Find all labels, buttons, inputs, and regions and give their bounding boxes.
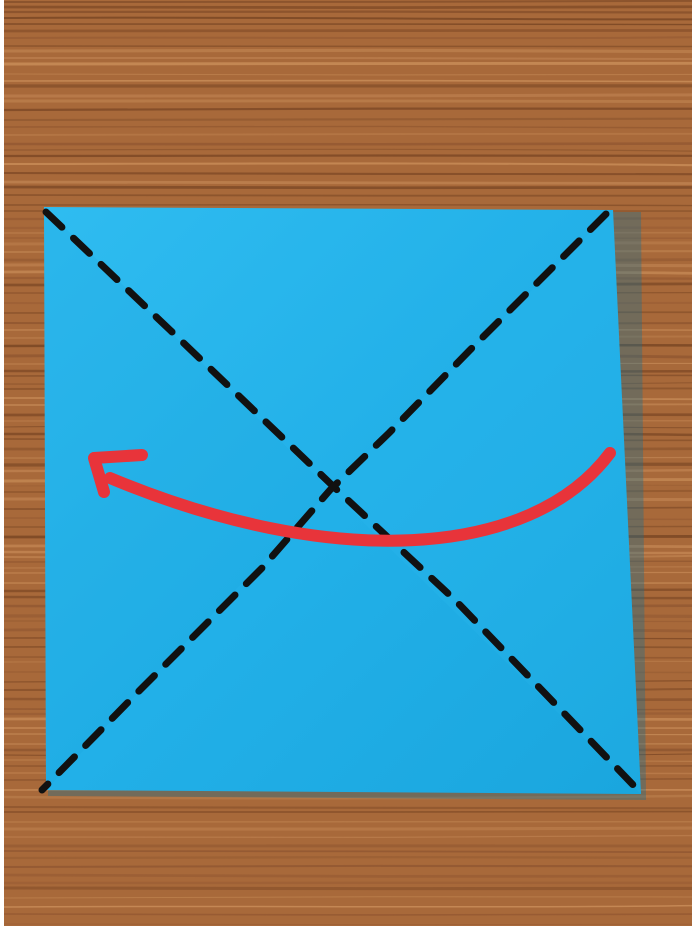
wood-grain-line (4, 882, 692, 883)
wood-grain-line (4, 24, 692, 25)
wood-grain-line (4, 144, 692, 145)
wood-grain-line (4, 58, 692, 59)
wood-grain-line (4, 101, 692, 102)
wood-grain-line (4, 1, 692, 2)
wood-grain-line (4, 821, 692, 822)
wood-grain-line (4, 857, 692, 858)
wood-grain-line (4, 807, 692, 808)
wood-grain-line (4, 7, 692, 8)
wood-grain-line (4, 811, 692, 812)
wood-grain-line (4, 888, 692, 889)
wood-grain-line (4, 845, 692, 846)
wood-grain-line (4, 119, 692, 120)
wood-grain-line (4, 30, 692, 31)
wood-grain-line (4, 187, 692, 188)
wood-grain-line (4, 12, 692, 13)
wood-grain-line (4, 109, 692, 110)
wood-grain-line (4, 37, 692, 38)
wood-grain-line (4, 195, 692, 196)
wood-grain-line (4, 155, 692, 156)
wood-grain-line (4, 95, 692, 96)
wood-grain-line (4, 134, 692, 135)
wood-grain-line (4, 828, 692, 829)
wood-grain-line (4, 866, 692, 867)
wood-grain-line (4, 914, 692, 915)
wood-grain-line (4, 46, 692, 47)
wood-grain-line (4, 205, 692, 206)
wood-grain-line (4, 50, 692, 51)
wood-grain-line (4, 182, 692, 183)
wood-grain-line (4, 63, 692, 64)
wood-grain-line (4, 875, 692, 876)
wood-grain-line (4, 173, 692, 174)
wood-grain-line (4, 924, 692, 925)
